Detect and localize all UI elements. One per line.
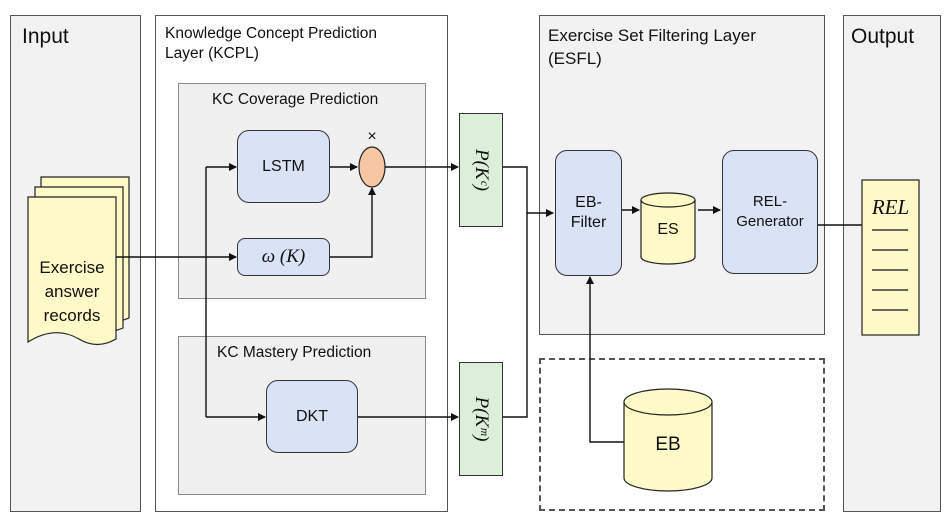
p-km-box: P(Kᵐ): [459, 362, 503, 476]
omega-label: ω (K): [261, 246, 306, 267]
eb-filter-box: EB- Filter: [555, 150, 622, 276]
es-label: ES: [657, 221, 679, 238]
dkt-label: DKT: [296, 407, 328, 425]
kcpl-title: Knowledge Concept Prediction Layer (KCPL…: [165, 25, 377, 62]
input-title: Input: [22, 25, 69, 48]
p-kc-box: P(Kᶜ): [459, 113, 503, 227]
rel-generator-label: REL- Generator: [736, 193, 804, 230]
eb-cylinder-icon: [623, 388, 713, 492]
exercise-records-document-icon: [27, 176, 130, 346]
rel-output-label: REL: [871, 195, 910, 219]
rel-output-card: [861, 179, 920, 336]
eb-filter-label: EB- Filter: [570, 194, 607, 231]
output-title: Output: [851, 25, 915, 48]
eb-label: EB: [655, 434, 681, 455]
multiply-symbol: ×: [367, 128, 377, 145]
multiply-node: [358, 146, 386, 188]
p-kc-label: P(Kᶜ): [471, 149, 492, 191]
lstm-label: LSTM: [262, 157, 305, 175]
omega-box: ω (K): [237, 238, 330, 276]
lstm-box: LSTM: [237, 130, 330, 203]
exercise-records-label: Exercise answer records: [39, 258, 105, 325]
kc-coverage-title: KC Coverage Prediction: [212, 91, 379, 108]
esfl-title: Exercise Set Filtering Layer (ESFL): [548, 26, 756, 68]
kc-mastery-title: KC Mastery Prediction: [217, 344, 372, 361]
es-cylinder-icon: [640, 192, 696, 265]
p-km-label: P(Kᵐ): [471, 396, 492, 442]
rel-generator-box: REL- Generator: [722, 150, 818, 274]
dkt-box: DKT: [266, 380, 358, 453]
